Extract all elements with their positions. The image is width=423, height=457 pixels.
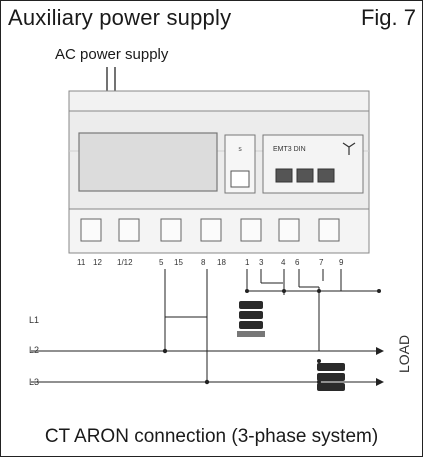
terminal-label: 6	[295, 258, 300, 267]
terminal-label: 4	[281, 258, 286, 267]
terminal-labels: 11 12 1/12 5 15 8 18 1 3 4 6 7 9	[77, 258, 344, 267]
line-label-l3: L3	[29, 377, 39, 387]
manufacturer-logo-icon	[342, 142, 356, 155]
terminal-label: 8	[201, 258, 206, 267]
ac-supply-leads	[106, 67, 116, 93]
keypad-panel: EMT3 DIN	[262, 134, 364, 194]
terminal-label: 12	[93, 258, 102, 267]
figure-title: Auxiliary power supply	[8, 5, 232, 30]
line-label-l2: L2	[29, 345, 39, 355]
select-button-text: S	[238, 147, 242, 153]
load-label: LOAD	[396, 335, 412, 373]
current-transformer-icon	[237, 301, 265, 337]
terminal-label: 15	[174, 258, 183, 267]
terminal-label: 1/12	[117, 258, 133, 267]
key-middle-button	[296, 168, 314, 183]
terminal-label: 18	[217, 258, 226, 267]
terminal-label: 5	[159, 258, 164, 267]
key-right-button	[317, 168, 335, 183]
select-button: S	[224, 134, 256, 194]
key-left-button	[275, 168, 293, 183]
junction-dots	[162, 289, 381, 385]
terminal-label: 11	[77, 258, 86, 267]
terminal-label: 1	[245, 258, 250, 267]
terminal-label: 3	[259, 258, 264, 267]
meter-model-text: EMT3 DIN	[273, 146, 306, 153]
ac-power-label: AC power supply	[55, 46, 169, 63]
terminal-label: 9	[339, 258, 344, 267]
current-transformer-icon	[317, 363, 345, 391]
terminal-blocks	[80, 218, 340, 242]
terminal-label: 7	[319, 258, 324, 267]
figure-caption: CT ARON connection (3-phase system)	[44, 426, 379, 447]
phase-arrows	[376, 347, 384, 386]
figure-number: Fig. 7	[360, 5, 416, 30]
line-label-l1: L1	[29, 315, 39, 325]
lcd-display	[78, 132, 218, 192]
